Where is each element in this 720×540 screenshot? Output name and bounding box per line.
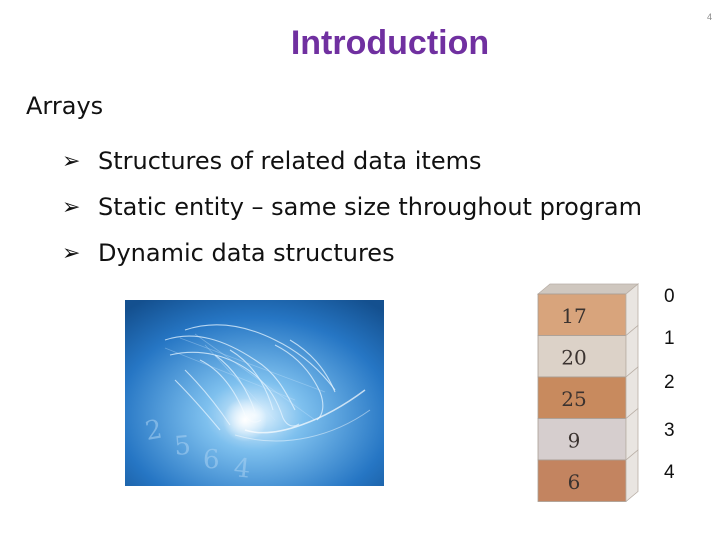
arrow-bullet-icon: ➢ [62, 194, 81, 220]
array-index-label: 4 [664, 462, 675, 483]
array-block-stack: 17 20 25 9 6 [536, 283, 640, 502]
bullet-text: Structures of related data items [98, 147, 482, 175]
svg-text:6: 6 [203, 445, 220, 475]
bullet-list: ➢ Structures of related data items ➢ Sta… [62, 138, 642, 276]
array-block-value: 6 [568, 470, 581, 494]
array-block: 17 [537, 283, 639, 337]
array-block-value: 20 [561, 345, 586, 369]
slide-title: Introduction [290, 24, 490, 62]
svg-text:4: 4 [232, 453, 252, 485]
array-block-front [537, 335, 627, 378]
bullet-item: ➢ Structures of related data items [62, 138, 642, 184]
array-block-front [537, 376, 627, 419]
bullet-text: Dynamic data structures [98, 239, 395, 267]
array-block-value: 17 [561, 304, 586, 328]
array-block: 6 [537, 449, 639, 502]
array-index-label: 2 [664, 372, 675, 393]
array-block-front [537, 418, 627, 461]
array-block-side [625, 449, 639, 502]
section-heading: Arrays [26, 92, 104, 120]
array-block-front [537, 459, 627, 502]
array-index-label: 3 [664, 420, 675, 441]
array-index-label: 0 [664, 286, 675, 307]
array-block-value: 9 [568, 428, 581, 452]
arrow-bullet-icon: ➢ [62, 240, 81, 266]
arrow-bullet-icon: ➢ [62, 148, 81, 174]
array-block: 25 [537, 366, 639, 420]
bullet-item: ➢ Dynamic data structures [62, 230, 642, 276]
array-block: 9 [537, 407, 639, 461]
array-block-value: 25 [561, 387, 586, 411]
svg-text:5: 5 [173, 431, 192, 462]
bullet-text: Static entity – same size throughout pro… [98, 193, 643, 221]
array-index-label: 1 [664, 328, 675, 349]
svg-text:2: 2 [143, 414, 165, 446]
array-block: 20 [537, 324, 639, 378]
bullet-item: ➢ Static entity – same size throughout p… [62, 184, 642, 230]
slide-number: 4 [706, 12, 712, 22]
stack-top-face [536, 283, 640, 295]
wireframe-hand-image: 2 5 6 4 [125, 300, 384, 486]
